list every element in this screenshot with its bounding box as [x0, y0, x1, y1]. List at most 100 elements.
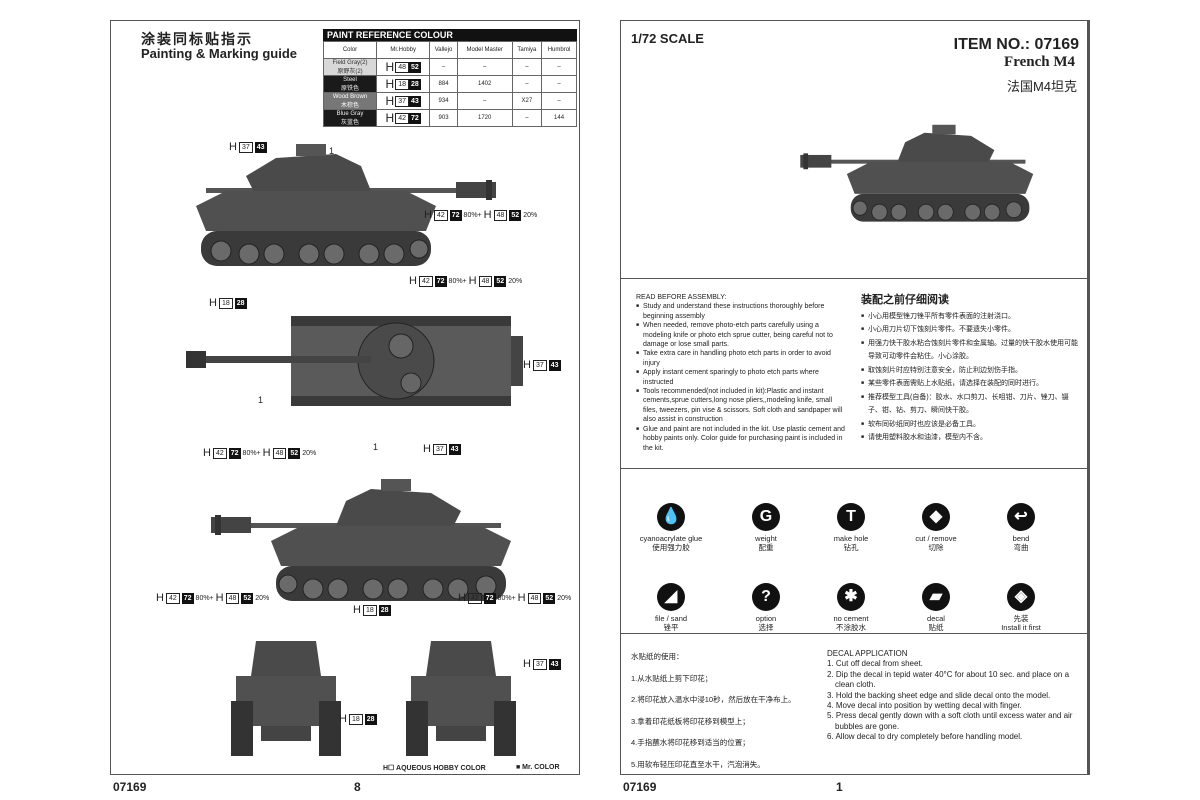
symbol-label-cn: 选择	[758, 623, 774, 632]
mix-percent: 20%	[302, 449, 317, 457]
mrcolor-number: 52	[494, 275, 507, 287]
symbol-label-en: bend	[1012, 534, 1030, 543]
symbol-label-en: Install it first	[1001, 623, 1041, 632]
h-letter: H	[215, 592, 224, 604]
aqueous-number: 48	[527, 592, 542, 604]
humbrol-cell: –	[541, 58, 577, 76]
h-letter: H	[385, 77, 395, 91]
vallejo-cell: –	[429, 58, 458, 76]
model-master-cell: –	[456, 58, 513, 76]
mrcolor-number: 52	[509, 209, 522, 221]
symbol-label-cn: 钻孔	[843, 543, 859, 552]
glue-drop-icon: 💧	[657, 503, 685, 531]
aqueous-number: 37	[238, 141, 253, 153]
aqueous-number: 18	[395, 78, 410, 90]
symbol-label-en: decal	[927, 614, 945, 623]
legend-aqueous: H☐ AQUEOUS HOBBY COLOR	[383, 765, 486, 772]
read-before-assembly-cn: 装配之前仔细阅读 小心用模型锉刀锉平所有零件表面的注射浇口。小心用刀片切下蚀刻片…	[861, 293, 1081, 445]
mix-percent: 20%	[523, 211, 538, 219]
tamiya-cell: –	[511, 75, 543, 93]
read-item: When needed, remove photo-etch parts car…	[636, 321, 846, 349]
divider	[621, 468, 1087, 469]
mrcolor-number: 28	[364, 713, 377, 725]
mrcolor-number: 43	[548, 359, 561, 371]
color-name-cn: 原野灰(2)	[337, 68, 363, 75]
mrcolor-number: 43	[409, 95, 421, 107]
h-letter: H	[339, 713, 347, 725]
header-tamiya: Tamiya	[511, 41, 543, 59]
header-mrhobby: Mr.Hobby	[375, 41, 431, 59]
read-item-cn: 小心用刀片切下蚀刻片零件。不要遗失小零件。	[861, 323, 1081, 337]
mrcolor-number: 72	[449, 209, 462, 221]
model-name-cn: 法国M4坦克	[1006, 79, 1077, 94]
h-letter: H	[353, 604, 361, 616]
mrcolor-number: 52	[409, 61, 421, 73]
symbol-label-cn: 弯曲	[1013, 543, 1029, 552]
item-number: ITEM NO.: 07169	[953, 36, 1079, 53]
h-letter: H	[523, 359, 531, 371]
read-item: Apply instant cement sparingly to photo …	[636, 368, 846, 387]
mix-percent: 20%	[255, 594, 270, 602]
color-name-cn: 木棕色	[340, 102, 359, 109]
decal-step-cn: 3.拿着印花纸板将印花移到模型上；	[631, 716, 750, 726]
symbol-label-cn: 先装	[1013, 614, 1029, 623]
left-item-number: 07169	[113, 780, 147, 794]
symbol-label-en: cut / remove	[915, 534, 957, 543]
question-icon: ?	[752, 583, 780, 611]
mrcolor-number: 28	[378, 604, 391, 616]
model-master-cell: 1720	[456, 109, 513, 127]
divider	[621, 278, 1087, 279]
symbol-label-en: weight	[755, 534, 777, 543]
guide-title-en: Painting & Marking guide	[141, 46, 298, 61]
color-name-en: Steel	[343, 76, 357, 83]
aqueous-number: 42	[467, 592, 482, 604]
model-master-cell: 1402	[456, 75, 513, 93]
symbol-label-cn: 配重	[758, 543, 774, 552]
color-name-cn: 灰蓝色	[340, 119, 359, 126]
mrcolor-number: 28	[234, 297, 247, 309]
tank-front-view	[226, 621, 346, 761]
read-before-assembly-en: READ BEFORE ASSEMBLY: Study and understa…	[636, 293, 846, 453]
read-item: Study and understand these instructions …	[636, 302, 846, 321]
aqueous-number: 18	[348, 713, 363, 725]
tank-hero-illustration	[741, 111, 1041, 251]
model-master-cell: –	[456, 92, 513, 110]
mix-percent: 80%+	[242, 449, 261, 457]
install-first-icon: ◈	[1007, 583, 1035, 611]
part-marker-1: 1	[329, 146, 335, 156]
decal-instructions-cn: 水贴纸的使用： 1.从水贴纸上剪下印花；2.将印花放入温水中浸10秒，然后放在干…	[631, 646, 796, 775]
aqueous-number: 48	[478, 275, 493, 287]
part-marker-1: 1	[373, 442, 379, 452]
weight-icon: G	[752, 503, 780, 531]
read-item-cn: 取蚀刻片时应特别注意安全，防止利边划伤手指。	[861, 364, 1081, 378]
left-page-painting-guide: 涂装同标贴指示 Painting & Marking guide PAINT R…	[110, 20, 580, 775]
decal-step-en: 1. Cut off decal from sheet.	[827, 659, 923, 669]
aqueous-number: 18	[218, 297, 233, 309]
mrcolor-number: 52	[241, 592, 254, 604]
mix-percent: 20%	[508, 277, 523, 285]
vallejo-cell: 884	[429, 75, 458, 93]
decal-step-en: 3. Hold the backing sheet edge and slide…	[827, 690, 1051, 700]
symbol-label-cn: 不涂胶水	[836, 623, 866, 632]
legend-mr-color: ■ Mr. COLOR	[516, 764, 560, 771]
paint-reference-table: PAINT REFERENCE COLOUR Color Mr.Hobby Va…	[323, 29, 577, 127]
aqueous-number: 42	[418, 275, 433, 287]
